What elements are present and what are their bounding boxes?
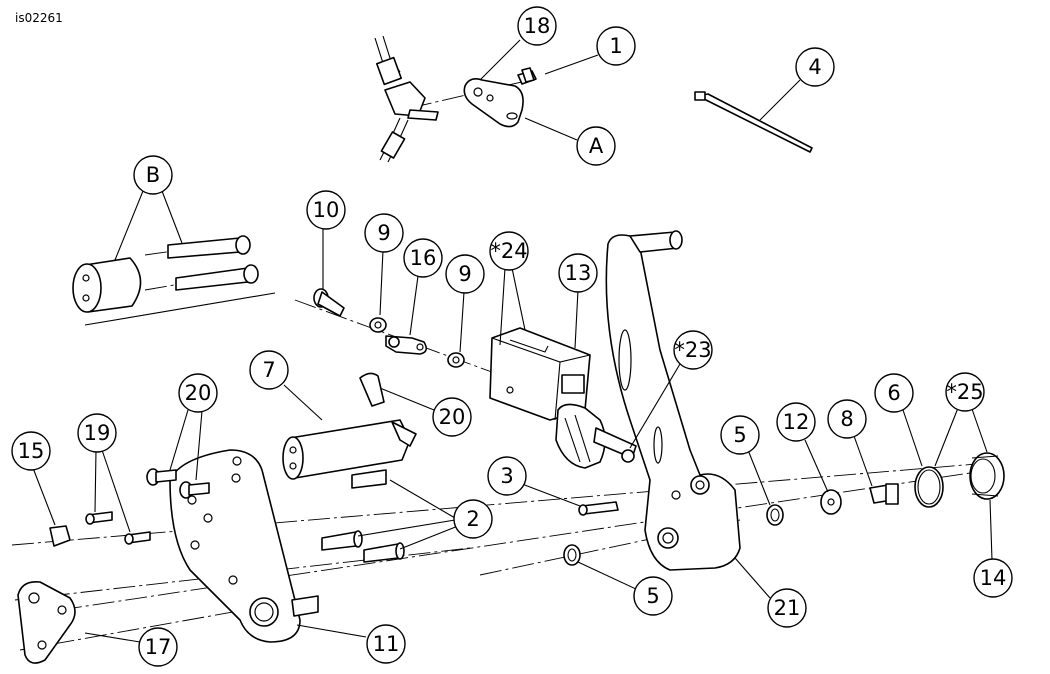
callout-7: 7 xyxy=(249,350,289,390)
brake-lever-21 xyxy=(605,230,741,571)
callout-label: 8 xyxy=(840,407,853,431)
callout-11: 11 xyxy=(366,624,406,664)
callout-9-lower: 9 xyxy=(445,254,485,294)
callout-label: 5 xyxy=(733,423,746,447)
bolts-2 xyxy=(321,469,405,563)
callout-label: 9 xyxy=(377,221,390,245)
callout-5-upper: 5 xyxy=(720,415,760,455)
pin-20 xyxy=(359,372,385,407)
callout-25: *25 xyxy=(945,372,985,412)
callout-13: 13 xyxy=(558,253,598,293)
callout-label: 14 xyxy=(980,566,1007,590)
callout-label: *24 xyxy=(490,239,527,263)
callout-label: 15 xyxy=(18,439,45,463)
callout-label: 21 xyxy=(774,596,801,620)
callout-label: 19 xyxy=(84,421,111,445)
callout-14: 14 xyxy=(973,558,1013,598)
callout-label: 13 xyxy=(565,261,592,285)
callout-1: 1 xyxy=(596,26,636,66)
small-fasteners xyxy=(313,288,465,368)
callout-label: 20 xyxy=(185,381,212,405)
callout-label: 1 xyxy=(609,34,622,58)
callout-4: 4 xyxy=(795,47,835,87)
callout-label: *23 xyxy=(674,338,711,362)
callout-label: *25 xyxy=(946,380,983,404)
callout-18: 18 xyxy=(517,6,557,46)
right-stack-parts xyxy=(766,452,1005,526)
mounting-plate-11 xyxy=(169,449,319,643)
callout-label: 20 xyxy=(439,405,466,429)
callout-12: 12 xyxy=(776,402,816,442)
callout-label: 7 xyxy=(262,358,275,382)
cable-tie-4 xyxy=(694,91,813,153)
callout-15: 15 xyxy=(11,431,51,471)
callout-9-upper: 9 xyxy=(364,213,404,253)
washer-5-lower xyxy=(563,544,581,566)
leader-lines xyxy=(32,39,993,643)
callout-label: 16 xyxy=(410,246,437,270)
callout-24: *24 xyxy=(489,231,529,271)
callout-19: 19 xyxy=(77,413,117,453)
callout-B: B xyxy=(133,155,173,195)
callout-label: 2 xyxy=(466,507,479,531)
callout-21: 21 xyxy=(767,588,807,628)
callout-label: 9 xyxy=(458,262,471,286)
spacer-B xyxy=(72,235,276,326)
callout-17: 17 xyxy=(138,627,178,667)
callout-3: 3 xyxy=(487,456,527,496)
callout-label: B xyxy=(146,163,160,187)
callout-8: 8 xyxy=(827,399,867,439)
callout-23: *23 xyxy=(673,330,713,370)
fasteners-15-19-20 xyxy=(49,468,210,547)
spacer-7 xyxy=(282,419,417,480)
bracket-17 xyxy=(17,580,76,664)
callout-16: 16 xyxy=(403,238,443,278)
master-cylinder-13 xyxy=(489,327,637,469)
callout-label: 17 xyxy=(145,635,172,659)
bracket-18 xyxy=(463,78,524,128)
callout-label: 6 xyxy=(887,381,900,405)
callout-label: A xyxy=(589,134,604,158)
callout-A: A xyxy=(576,126,616,166)
bolt-1 xyxy=(517,67,537,85)
callout-label: 3 xyxy=(500,464,513,488)
callout-label: 11 xyxy=(373,632,400,656)
callout-label: 5 xyxy=(646,584,659,608)
callout-10: 10 xyxy=(306,190,346,230)
switch-wire-assembly xyxy=(374,35,439,163)
callout-label: 10 xyxy=(313,198,340,222)
callout-label: 4 xyxy=(808,55,821,79)
callout-label: 12 xyxy=(783,410,810,434)
callout-2: 2 xyxy=(453,499,493,539)
callout-6: 6 xyxy=(874,373,914,413)
callout-20-left: 20 xyxy=(178,373,218,413)
callout-20-right: 20 xyxy=(432,397,472,437)
callout-label: 18 xyxy=(524,14,551,38)
callout-5-lower: 5 xyxy=(633,576,673,616)
figure-id: is02261 xyxy=(15,11,63,25)
